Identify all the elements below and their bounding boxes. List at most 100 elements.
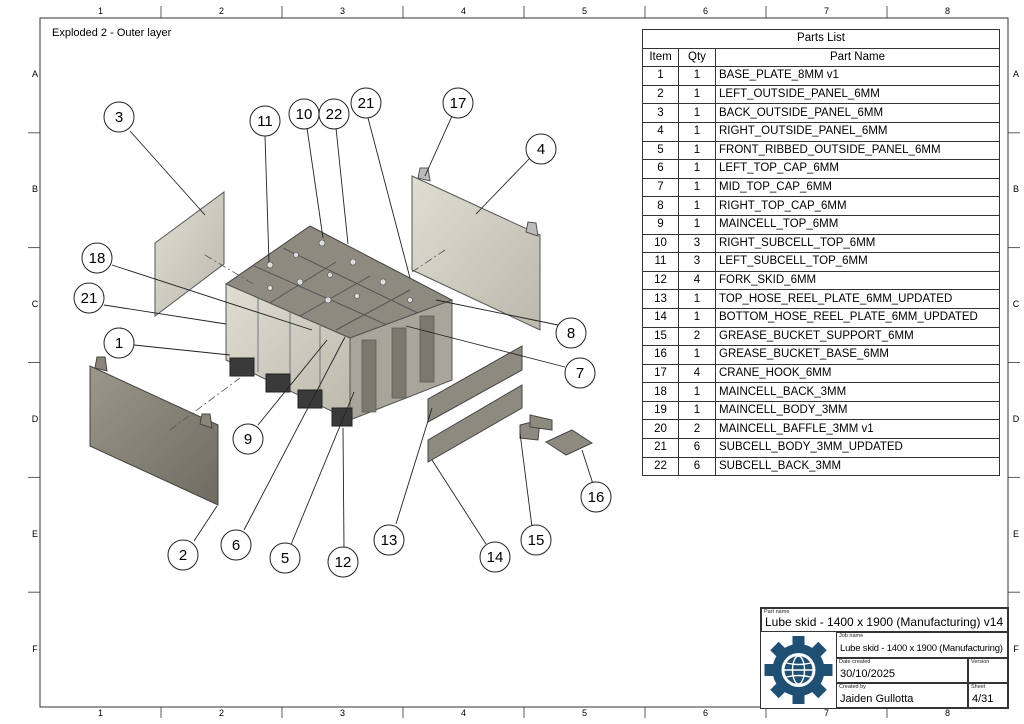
- date-value: 30/10/2025: [840, 668, 896, 680]
- part-name: SUBCELL_BODY_3MM_UPDATED: [715, 438, 1000, 458]
- job-name-caption: Job name: [839, 633, 864, 639]
- balloon: 13: [373, 524, 405, 556]
- balloon: 7: [564, 357, 596, 389]
- part-name-value: Lube skid - 1400 x 1900 (Manufacturing) …: [765, 615, 1004, 629]
- balloon: 9: [232, 423, 264, 455]
- part-name: CRANE_HOOK_6MM: [715, 363, 1000, 384]
- zone-label: D: [31, 413, 39, 424]
- zone-label: 7: [823, 6, 829, 16]
- part-item-number: 13: [642, 289, 679, 309]
- part-name: GREASE_BUCKET_SUPPORT_6MM: [715, 326, 1000, 347]
- balloon: 21: [73, 282, 105, 314]
- part-item-number: 11: [642, 252, 679, 272]
- left-outside-panel: [89, 356, 219, 506]
- version-caption: Version: [971, 659, 990, 665]
- balloon: 3: [103, 101, 135, 133]
- part-name: SUBCELL_BACK_3MM: [715, 456, 1000, 477]
- balloon-label: 7: [576, 365, 584, 382]
- balloon: 5: [269, 542, 301, 574]
- job-name-value: Lube skid - 1400 x 1900 (Manufacturing): [840, 643, 1003, 654]
- balloon: 17: [442, 87, 474, 119]
- balloon: 11: [249, 105, 281, 137]
- balloon-label: 12: [335, 554, 352, 571]
- zone-label: 8: [944, 708, 950, 718]
- gear-globe-logo-icon: [764, 636, 833, 704]
- part-item-number: 12: [642, 270, 679, 291]
- balloon-label: 22: [326, 106, 343, 123]
- zone-label: 5: [581, 708, 587, 718]
- part-quantity: 3: [678, 252, 716, 272]
- part-name: LEFT_TOP_CAP_6MM: [715, 159, 1000, 179]
- balloon: 22: [318, 98, 350, 130]
- grease-bucket-base: [544, 429, 594, 456]
- part-quantity: 1: [678, 121, 716, 142]
- part-quantity: 1: [678, 140, 716, 161]
- top-hose-reel-plate: [427, 345, 523, 423]
- part-name-caption: Part name: [764, 609, 790, 615]
- part-name: RIGHT_SUBCELL_TOP_6MM: [715, 233, 1000, 254]
- balloon-label: 8: [567, 325, 575, 342]
- part-name: LEFT_SUBCELL_TOP_6MM: [715, 252, 1000, 272]
- part-quantity: 6: [678, 438, 716, 458]
- part-quantity: 1: [678, 196, 716, 216]
- zone-label: B: [1012, 184, 1019, 195]
- zone-label: 1: [97, 708, 103, 718]
- balloon: 12: [327, 546, 359, 578]
- balloon-label: 13: [381, 532, 398, 549]
- balloon-label: 10: [296, 106, 313, 123]
- part-item-number: 22: [642, 456, 679, 477]
- part-quantity: 1: [678, 84, 716, 105]
- zone-label: 2: [218, 6, 224, 16]
- part-quantity: 1: [678, 103, 716, 123]
- zone-label: C: [31, 299, 39, 310]
- zone-label: 8: [944, 6, 950, 16]
- part-item-number: 1: [642, 66, 679, 86]
- part-item-number: 17: [642, 363, 679, 384]
- balloon: 8: [555, 317, 587, 349]
- zone-label: 2: [218, 708, 224, 718]
- header-qty: Qty: [678, 47, 716, 68]
- part-item-number: 2: [642, 84, 679, 105]
- part-name: FORK_SKID_6MM: [715, 270, 1000, 291]
- item-balloons: 3 11 10 22 21 17 4 18 21 1 8 7 9 2 6 5 1…: [73, 87, 612, 578]
- balloon-label: 21: [358, 95, 375, 112]
- balloon-label: 5: [281, 550, 289, 567]
- balloon-label: 17: [450, 95, 467, 112]
- part-name: MAINCELL_BODY_3MM: [715, 400, 1000, 421]
- sheet-value: 4/31: [972, 693, 994, 705]
- zone-label: F: [32, 643, 38, 654]
- part-item-number: 9: [642, 214, 679, 235]
- balloon: 15: [520, 524, 552, 556]
- part-item-number: 21: [642, 438, 679, 458]
- part-quantity: 1: [678, 289, 716, 309]
- part-name: GREASE_BUCKET_BASE_6MM: [715, 345, 1000, 365]
- part-name-cell: Part name Lube skid - 1400 x 1900 (Manuf…: [761, 608, 1008, 632]
- job-name-cell: Job name Lube skid - 1400 x 1900 (Manufa…: [836, 632, 1008, 658]
- header-item: Item: [642, 47, 679, 68]
- part-name: RIGHT_TOP_CAP_6MM: [715, 196, 1000, 216]
- part-quantity: 4: [678, 270, 716, 291]
- part-item-number: 5: [642, 140, 679, 161]
- parts-list-caption: Parts List: [642, 29, 1000, 49]
- zone-label: 1: [97, 6, 103, 16]
- part-quantity: 1: [678, 400, 716, 421]
- part-item-number: 14: [642, 307, 679, 328]
- zone-label: 4: [460, 708, 466, 718]
- part-quantity: 1: [678, 214, 716, 235]
- part-name: FRONT_RIBBED_OUTSIDE_PANEL_6MM: [715, 140, 1000, 161]
- part-quantity: 4: [678, 363, 716, 384]
- zone-label: E: [31, 528, 38, 539]
- balloon-label: 14: [487, 549, 504, 566]
- sheet-cell: Sheet 4/31: [968, 683, 1008, 708]
- header-part-name: Part Name: [715, 47, 1000, 68]
- view-title: Exploded 2 - Outer layer: [52, 27, 172, 39]
- part-item-number: 16: [642, 345, 679, 365]
- part-quantity: 6: [678, 456, 716, 477]
